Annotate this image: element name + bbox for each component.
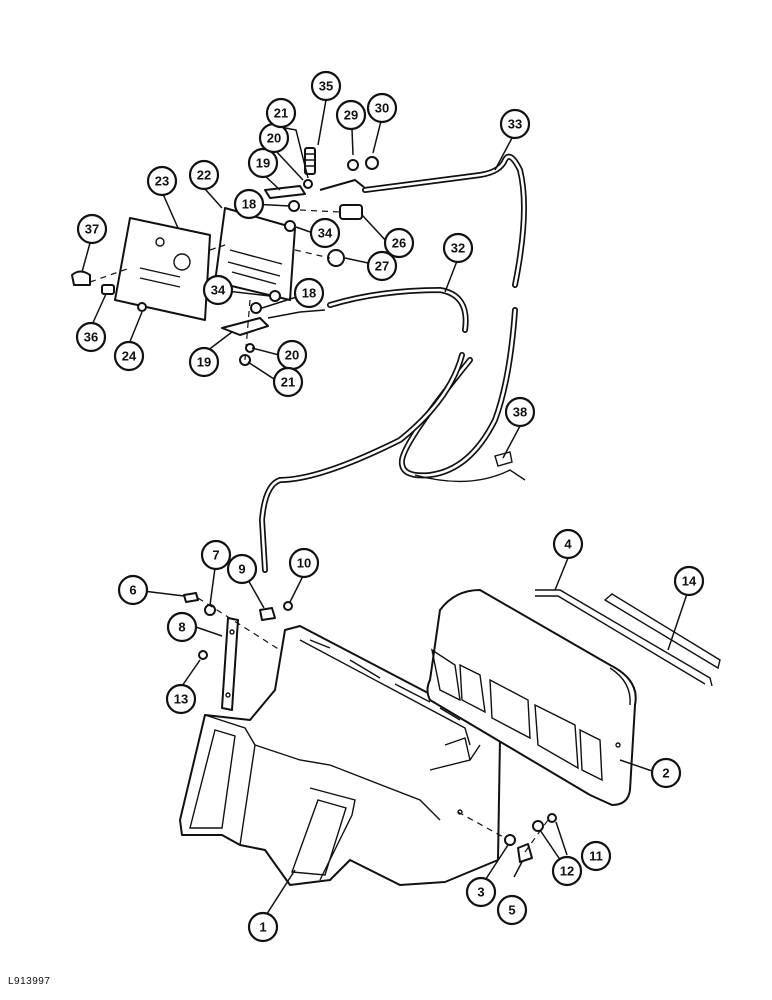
figure-reference: L913997 xyxy=(8,976,51,987)
callout-27-label: 27 xyxy=(375,259,389,274)
callout-34-lower-label: 34 xyxy=(211,283,226,298)
callout-21-upper: 21 xyxy=(265,97,297,129)
callout-30: 30 xyxy=(366,92,398,124)
callout-10: 10 xyxy=(288,547,320,579)
control-cables xyxy=(258,153,527,573)
callout-14: 14 xyxy=(673,565,705,597)
callout-9-label: 9 xyxy=(238,562,245,577)
control-panel-parts xyxy=(114,207,296,321)
callout-20-upper: 20 xyxy=(258,122,290,154)
callout-2: 2 xyxy=(650,757,682,789)
rod-parts xyxy=(535,589,721,687)
callout-36-label: 36 xyxy=(84,330,98,345)
callout-bubbles: 1 2 3 4 5 6 7 8 9 10 11 12 13 14 18 18 1… xyxy=(75,70,705,943)
callout-19-upper: 19 xyxy=(247,147,279,179)
heater-housing-part xyxy=(179,625,501,886)
callout-36: 36 xyxy=(75,321,107,353)
callout-18-lower-label: 18 xyxy=(302,286,316,301)
callout-26-label: 26 xyxy=(392,236,406,251)
callout-6: 6 xyxy=(117,574,149,606)
callout-19-upper-label: 19 xyxy=(256,156,270,171)
callout-14-label: 14 xyxy=(682,574,697,589)
callout-18-upper-label: 18 xyxy=(242,197,256,212)
callout-19-lower: 19 xyxy=(188,346,220,378)
callout-12-label: 12 xyxy=(560,864,574,879)
callout-21-lower: 21 xyxy=(272,366,304,398)
callout-29: 29 xyxy=(335,99,367,131)
callout-11: 11 xyxy=(580,840,612,872)
callout-19-lower-label: 19 xyxy=(197,355,211,370)
heater-cover-part xyxy=(426,589,637,806)
callout-7-label: 7 xyxy=(212,548,219,563)
callout-38: 38 xyxy=(504,396,536,428)
callout-5: 5 xyxy=(496,894,528,926)
callout-12: 12 xyxy=(551,855,583,887)
callout-7: 7 xyxy=(200,539,232,571)
alignment-lines xyxy=(89,209,549,853)
callout-21-lower-label: 21 xyxy=(281,375,295,390)
callout-35-label: 35 xyxy=(319,79,333,94)
callout-37: 37 xyxy=(76,213,108,245)
callout-32-label: 32 xyxy=(451,241,465,256)
callout-9: 9 xyxy=(226,553,258,585)
callout-24-label: 24 xyxy=(122,349,137,364)
callout-23: 23 xyxy=(146,165,178,197)
callout-33: 33 xyxy=(499,108,531,140)
callout-2-label: 2 xyxy=(662,766,669,781)
callout-32: 32 xyxy=(442,232,474,264)
callout-26: 26 xyxy=(383,227,415,259)
callout-20-upper-label: 20 xyxy=(267,131,281,146)
callout-3-label: 3 xyxy=(477,885,484,900)
callout-11-label: 11 xyxy=(589,849,603,864)
callout-27: 27 xyxy=(366,250,398,282)
callout-20-lower-label: 20 xyxy=(285,348,299,363)
callout-4: 4 xyxy=(552,528,584,560)
callout-5-label: 5 xyxy=(508,903,515,918)
callout-33-label: 33 xyxy=(508,117,522,132)
callout-20-lower: 20 xyxy=(276,339,308,371)
callout-6-label: 6 xyxy=(129,583,136,598)
callout-1: 1 xyxy=(247,911,279,943)
callout-30-label: 30 xyxy=(375,101,389,116)
callout-4-label: 4 xyxy=(564,537,572,552)
callout-38-label: 38 xyxy=(513,405,527,420)
callout-1-label: 1 xyxy=(259,920,266,935)
callout-22-label: 22 xyxy=(197,168,211,183)
callout-13-label: 13 xyxy=(174,692,188,707)
callout-8: 8 xyxy=(166,611,198,643)
callout-8-label: 8 xyxy=(178,620,185,635)
callout-18-lower: 18 xyxy=(293,277,325,309)
callout-37-label: 37 xyxy=(85,222,99,237)
callout-22: 22 xyxy=(188,159,220,191)
callout-23-label: 23 xyxy=(155,174,169,189)
callout-35: 35 xyxy=(310,70,342,102)
callout-3: 3 xyxy=(465,876,497,908)
callout-29-label: 29 xyxy=(344,108,358,123)
callout-34-upper-label: 34 xyxy=(318,226,333,241)
callout-18-upper: 18 xyxy=(233,188,265,220)
callout-34-upper: 34 xyxy=(309,217,341,249)
callout-10-label: 10 xyxy=(297,556,311,571)
callout-21-upper-label: 21 xyxy=(274,106,288,121)
callout-34-lower: 34 xyxy=(202,274,234,306)
callout-24: 24 xyxy=(113,340,145,372)
hardware-parts xyxy=(71,147,557,863)
callout-13: 13 xyxy=(165,683,197,715)
